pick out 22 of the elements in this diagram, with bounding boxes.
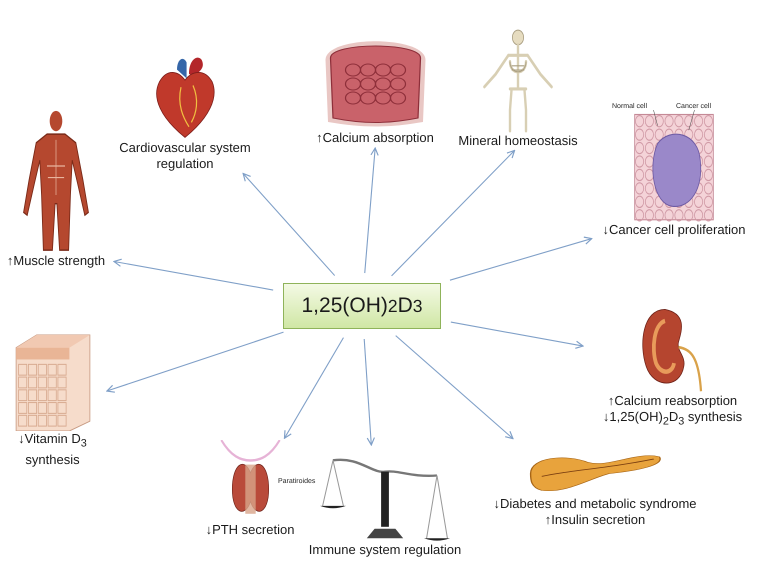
arrow [113, 258, 274, 291]
arrow [391, 150, 516, 276]
effect-label: ↑Insulin secretion [544, 512, 646, 528]
arrow [284, 337, 344, 439]
arrow [395, 335, 514, 440]
arrow [450, 322, 584, 349]
effect-label: ↓Cancer cell proliferation [601, 222, 747, 238]
effect-label: ↑Muscle strength [6, 253, 106, 269]
effect-label: ↑Calcium reabsorption [606, 393, 738, 409]
effect-label: Mineral homeostasis [458, 133, 578, 149]
effect-label: Immune system regulation [308, 542, 462, 558]
effect-label: ↓1,25(OH)$_{2}$D$_{3}$ synthesis [602, 409, 744, 430]
arrow [364, 147, 379, 274]
arrow [450, 236, 592, 281]
effect-label: Cardiovascular system regulation [118, 140, 252, 172]
effect-label: ↓Vitamin D$_{3}$ synthesis [17, 431, 88, 468]
effect-label: ↑Calcium absorption [315, 130, 435, 146]
arrow [106, 332, 284, 393]
arrow [364, 338, 375, 446]
arrow [242, 172, 336, 276]
effect-label: ↓Diabetes and metabolic syndrome [492, 496, 698, 512]
effect-label: ↓PTH secretion [204, 522, 296, 538]
